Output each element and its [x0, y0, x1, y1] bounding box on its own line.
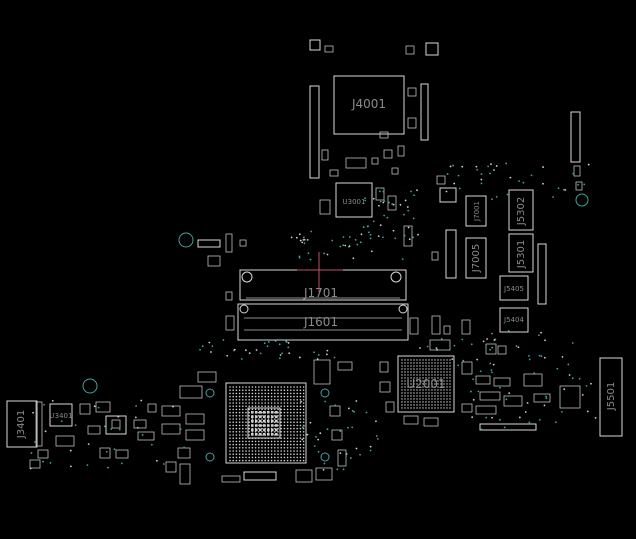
parts-left-of-dimm[interactable]: [197, 233, 247, 331]
component-j5501[interactable]: J5501: [599, 357, 623, 437]
fiducial-cpu-tl: [205, 388, 215, 398]
pad-field: [29, 163, 597, 471]
component-j1601[interactable]: J1601: [237, 303, 409, 341]
label-j4001: J4001: [351, 97, 386, 111]
label-j5405: J5405: [503, 285, 524, 293]
fiducial-left-bottom: [82, 378, 98, 394]
parts-cluster-center-top[interactable]: [321, 131, 405, 177]
component-j5301[interactable]: J5301: [508, 233, 547, 305]
label-j5302: J5302: [516, 197, 527, 226]
parts-left-bottom[interactable]: [29, 401, 157, 469]
fiducial-cpu-tr: [320, 388, 330, 398]
label-j7001: J7001: [473, 201, 481, 222]
label-u3001: U3001: [343, 198, 366, 206]
component-j5404[interactable]: J5404: [499, 307, 529, 333]
fiducial-cpu-br: [320, 452, 330, 462]
cursor-crosshair: [297, 252, 343, 292]
top-small-parts[interactable]: [309, 39, 439, 56]
parts-far-right-top[interactable]: [570, 111, 583, 191]
label-j5501: J5501: [606, 382, 617, 411]
fiducial-left-mid: [178, 232, 194, 248]
component-u2001[interactable]: U2001: [397, 355, 455, 413]
label-j1601: J1601: [303, 315, 338, 329]
component-u3401[interactable]: U3401: [49, 403, 73, 427]
component-u3001[interactable]: U3001: [319, 182, 413, 247]
parts-around-u2001[interactable]: [379, 361, 581, 431]
component-j7005[interactable]: J7005: [465, 237, 487, 279]
fiducial-cpu-bl: [205, 452, 215, 462]
fiducial-right-top: [575, 193, 589, 207]
label-j3401: J3401: [16, 410, 27, 439]
component-j5302[interactable]: J5302: [508, 189, 534, 231]
component-j7001[interactable]: J7001: [465, 195, 487, 227]
label-j7005: J7005: [471, 244, 482, 273]
label-j5404: J5404: [503, 316, 524, 324]
parts-around-cpu[interactable]: [161, 359, 353, 485]
component-cpu-socket[interactable]: [225, 382, 307, 464]
label-u2001: U2001: [406, 377, 445, 391]
component-j4001[interactable]: J4001: [309, 75, 429, 179]
via-field: [30, 162, 588, 471]
label-u3401: U3401: [50, 412, 73, 420]
parts-right-upper[interactable]: [431, 175, 457, 279]
parts-right-of-dimm[interactable]: [409, 315, 507, 355]
label-j5301: J5301: [516, 240, 527, 269]
component-j5405[interactable]: J5405: [499, 275, 529, 301]
label-j1701: J1701: [303, 286, 338, 300]
component-j1701[interactable]: J1701: [239, 269, 407, 301]
component-j3401[interactable]: J3401: [6, 400, 43, 448]
